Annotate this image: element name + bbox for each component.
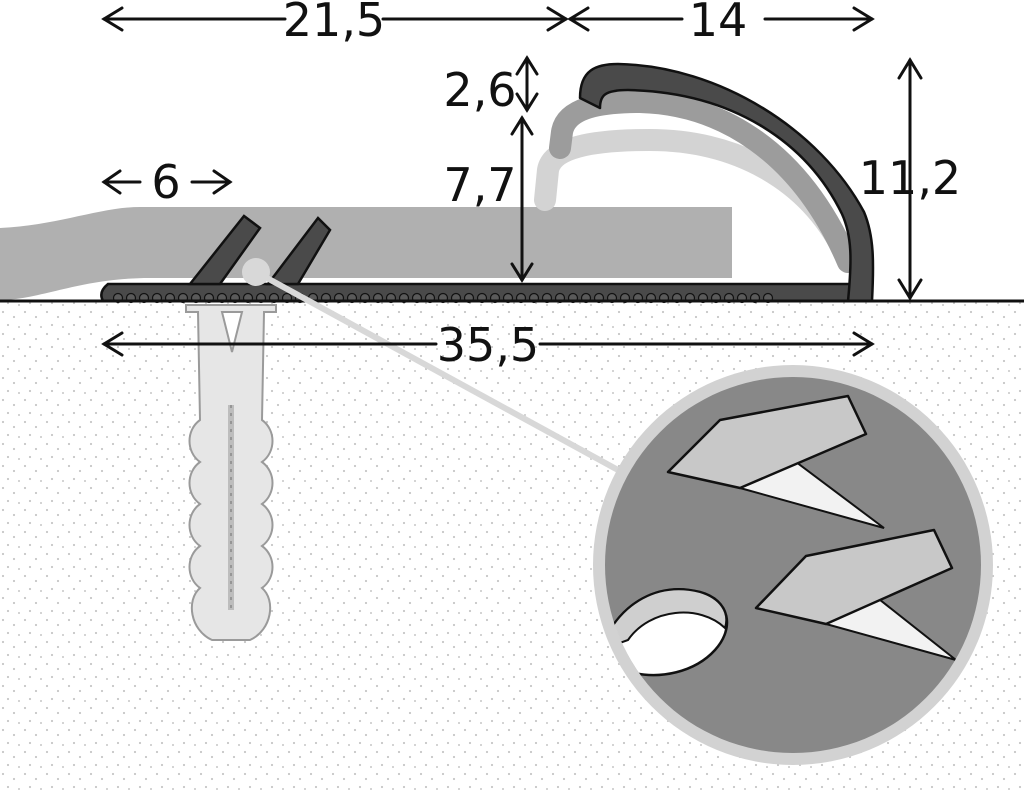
dim-top-left-width: 21,5 (283, 0, 385, 47)
zoom-detail-circle-icon (593, 365, 993, 765)
dimension-lines (101, 6, 923, 357)
dim-lip-height: 2,6 (443, 63, 516, 117)
dim-total-width: 35,5 (437, 318, 539, 372)
wall-plug-screw-icon (185, 304, 277, 641)
dim-edge-offset: 6 (151, 155, 180, 209)
profile-barb-1 (187, 214, 262, 286)
lip-ghost-mid (549, 90, 859, 273)
flooring-slab (0, 207, 732, 300)
magnifier-leader (254, 269, 620, 473)
dim-total-height: 11,2 (859, 151, 961, 205)
profile-barb-2 (265, 216, 332, 286)
dim-top-right-width: 14 (689, 0, 748, 47)
dim-ramp-height: 7,7 (443, 158, 516, 212)
